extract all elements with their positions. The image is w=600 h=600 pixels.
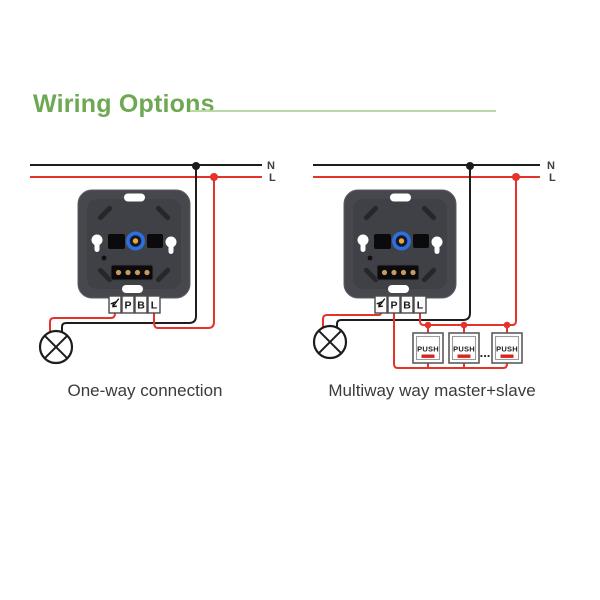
corner-slot [97, 205, 113, 221]
indicator-dot [367, 255, 373, 261]
connector-left [374, 234, 391, 249]
terminal-label-p: P [390, 300, 397, 312]
mounting-notch-bottom [388, 285, 409, 293]
live-to-push-bus [419, 177, 517, 326]
push-button-1: PUSH [412, 332, 444, 364]
keyhole-right-stem [434, 244, 440, 254]
right-caption: Multiway way master+slave [328, 381, 535, 400]
terminal-label-b: B [403, 300, 411, 312]
knob-led-icon [398, 238, 405, 244]
terminal-label-p: P [124, 300, 131, 312]
push-button-label: PUSH [496, 345, 518, 354]
terminal-label-l: L [417, 300, 424, 312]
terminal-row: P B L [374, 295, 427, 314]
bus-junction-dot [503, 321, 511, 329]
multiway-diagram: N L [312, 160, 556, 400]
terminal-pin [400, 269, 407, 276]
terminal-box-b [400, 295, 414, 314]
push-button-3: PUSH [491, 332, 523, 364]
push-red-bar [457, 354, 471, 358]
connector-left [108, 234, 125, 249]
knob-led-icon [132, 238, 139, 244]
keyhole-right-stem [168, 244, 174, 254]
indicator-dot [101, 255, 107, 261]
terminal-pin [144, 269, 150, 276]
terminal-pin [134, 269, 141, 276]
page-title: Wiring Options [33, 90, 215, 118]
live-label: L [549, 172, 556, 184]
corner-slot [363, 267, 379, 283]
neutral-to-lamp-wire [61, 166, 197, 333]
lamp-icon [312, 324, 348, 360]
title-divider-line [190, 110, 496, 112]
corner-slot [421, 267, 437, 283]
terminal-box-p [121, 295, 135, 314]
dimmer-load-arrow-icon [376, 298, 386, 308]
dimmer-module [343, 189, 457, 299]
connector-right [147, 234, 163, 248]
corner-slot [97, 267, 113, 283]
neutral-junction-dot [466, 162, 474, 170]
push-bottom-stubs [427, 363, 465, 368]
terminal-pin [391, 269, 397, 276]
load-to-lamp-wire [322, 312, 382, 327]
bus-junction-dot [460, 321, 468, 329]
neutral-label: N [547, 160, 555, 172]
connector-right [413, 234, 429, 248]
dimmer-module [77, 189, 191, 299]
dimmer-load-arrow-icon [110, 298, 120, 308]
neutral-to-lamp-wire [336, 166, 471, 328]
terminal-pin [410, 269, 416, 276]
mounting-notch-top [124, 193, 145, 202]
corner-slot [155, 205, 171, 221]
left-caption: One-way connection [68, 381, 223, 400]
terminal-pin [125, 269, 131, 276]
terminal-box-l [147, 295, 161, 314]
bus-junction-dot [424, 321, 432, 329]
push-button-label: PUSH [417, 345, 439, 354]
mounting-notch-top [390, 193, 411, 202]
keyhole-left-stem [360, 242, 366, 252]
terminal-label-b: B [137, 300, 145, 312]
live-junction-dot [512, 173, 520, 181]
live-junction-dot [210, 173, 218, 181]
terminal-box-l [413, 295, 427, 314]
keyhole-left [357, 234, 369, 246]
corner-slot [155, 267, 171, 283]
terminal-box-p [387, 295, 401, 314]
corner-slot [421, 205, 437, 221]
push-red-bar [421, 354, 435, 358]
keyhole-right [431, 236, 443, 248]
corner-slot [363, 205, 379, 221]
keyhole-left-stem [94, 242, 100, 252]
mounting-notch-bottom [122, 285, 143, 293]
push-button-2: PUSH [448, 332, 480, 364]
live-label: L [269, 172, 276, 184]
more-switches-ellipsis: ... [480, 345, 491, 360]
p-terminal-to-push-bus [393, 313, 508, 369]
keyhole-left [91, 234, 103, 246]
terminal-label-l: L [151, 300, 158, 312]
push-button-label: PUSH [453, 345, 475, 354]
one-way-diagram: N L [30, 160, 276, 400]
terminal-pin [381, 269, 388, 276]
push-top-stubs [427, 325, 508, 333]
neutral-label: N [267, 160, 275, 172]
terminal-strip [110, 264, 154, 281]
terminal-strip [376, 264, 420, 281]
lamp-icon [38, 329, 74, 365]
push-red-bar [500, 354, 514, 358]
keyhole-right [165, 236, 177, 248]
terminal-pin [115, 269, 122, 276]
load-to-lamp-wire [49, 312, 116, 332]
terminal-row: P B L [108, 295, 161, 314]
terminal-box-b [134, 295, 148, 314]
neutral-junction-dot [192, 162, 200, 170]
live-to-terminal-wire [153, 177, 215, 329]
